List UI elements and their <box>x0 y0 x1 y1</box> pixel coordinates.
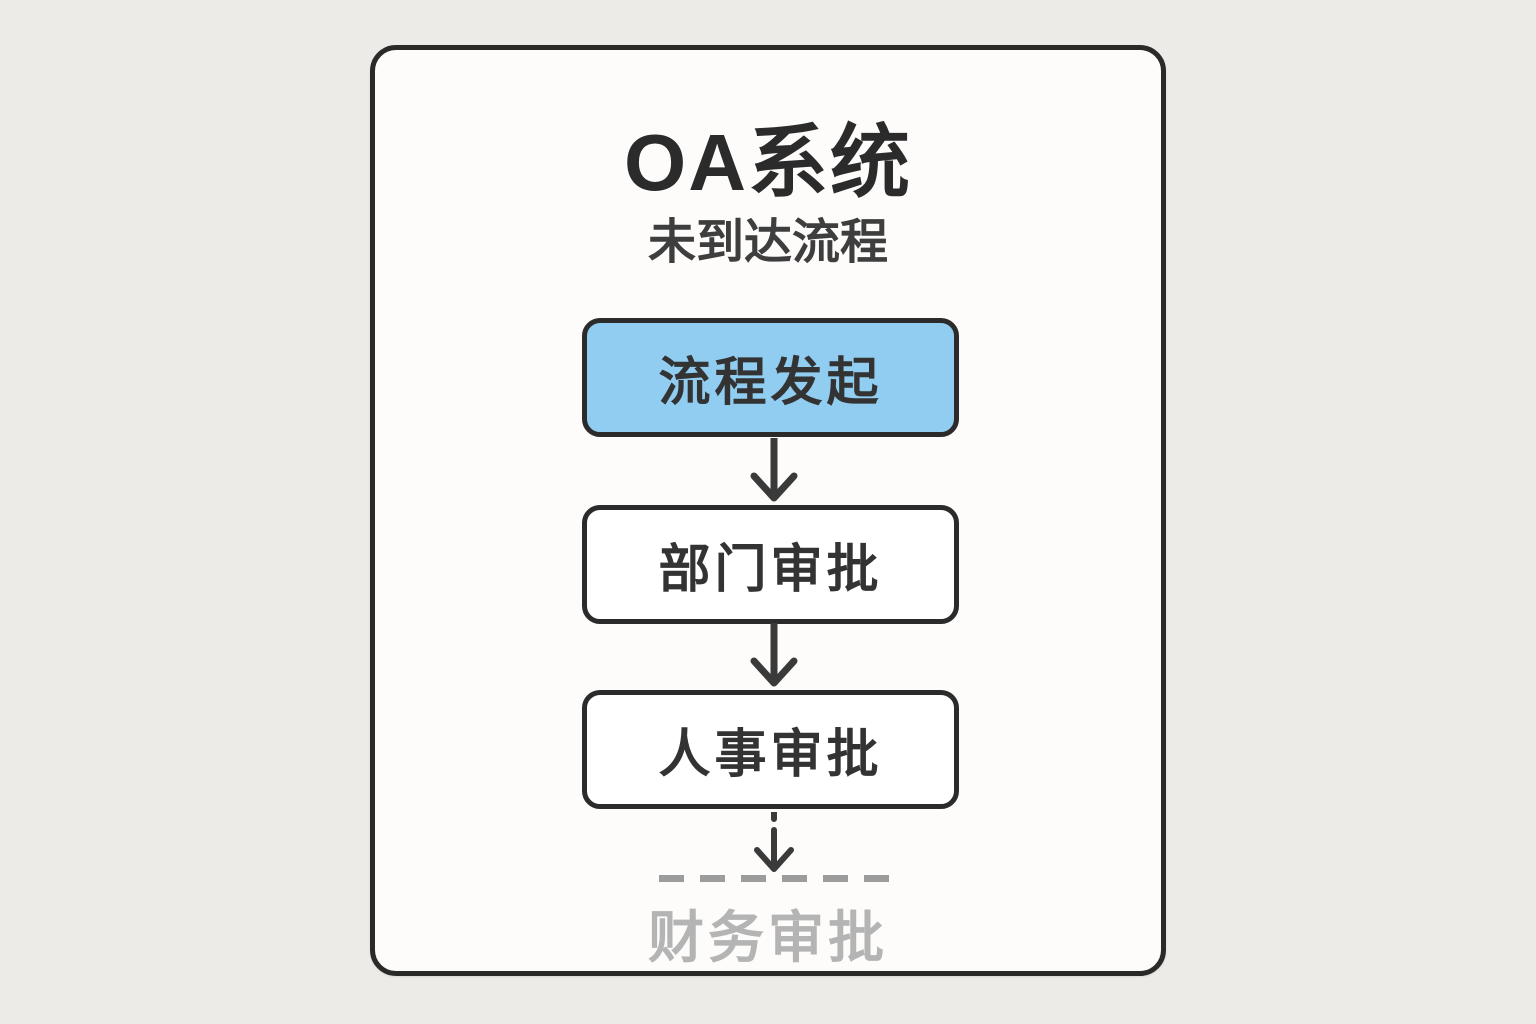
arrow-down-icon <box>750 623 798 687</box>
flow-node-hr: 人事审批 <box>582 690 959 809</box>
flow-node-finance-unreached: 财务审批 <box>648 906 888 969</box>
unreached-dashed-divider <box>659 875 891 882</box>
flow-node-start: 流程发起 <box>582 318 959 437</box>
flow-diagram-card: OA系统 未到达流程 流程发起 部门审批 人事审批 财务审批 <box>370 45 1166 976</box>
arrow-down-icon <box>754 812 794 872</box>
flow-node-dept: 部门审批 <box>582 505 959 624</box>
page-subtitle: 未到达流程 <box>647 216 888 269</box>
page-title: OA系统 <box>624 118 912 207</box>
arrow-down-icon <box>750 438 798 502</box>
